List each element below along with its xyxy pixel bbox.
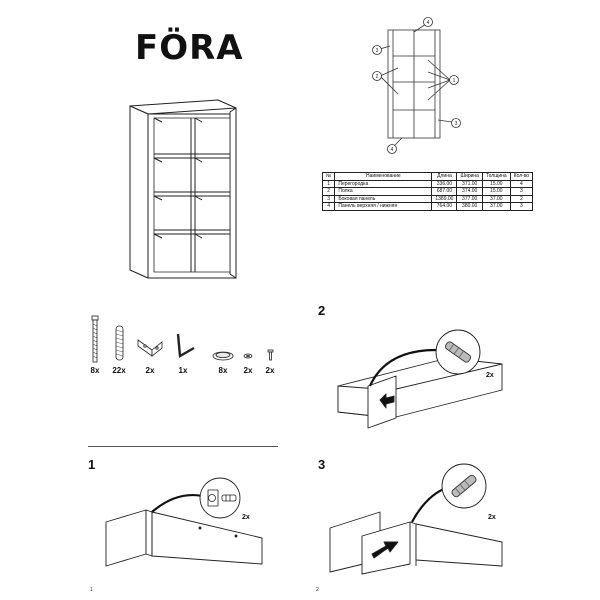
table-cell: 687.00 <box>431 187 458 196</box>
hardware-qty: 22x <box>112 366 126 375</box>
cap-disc-icon <box>212 351 234 361</box>
hardware-qty: 8x <box>218 366 228 375</box>
table-header-row: № Наименование Длина Ширина Толщина Кол-… <box>321 172 534 181</box>
exploded-parts-diagram: 4 3 2 1 3 4 <box>372 17 461 154</box>
table-cell: 1389.00 <box>431 194 458 203</box>
table-row: 2 Полка 687.00 374.00 15.00 3 <box>321 187 534 196</box>
step-number: 1 <box>88 457 96 472</box>
col-header: № <box>321 172 336 181</box>
table-cell: Полка <box>334 187 433 196</box>
step-qty: 2x <box>488 514 496 521</box>
callout-bottom: 4 <box>391 147 394 153</box>
step-3-illustration <box>329 463 503 575</box>
long-screw-icon <box>91 315 99 363</box>
table-cell: 380.00 <box>456 202 483 211</box>
table-cell: 374.00 <box>456 187 483 196</box>
table-cell: 3 <box>509 202 534 211</box>
wooden-dowel-icon <box>115 325 124 361</box>
table-cell: Панель верхняя / нижняя <box>334 202 433 211</box>
bookcase-illustration <box>129 99 237 279</box>
callout-right-lower: 3 <box>455 121 458 127</box>
table-row: 4 Панель верхняя / нижняя 764.00 380.00 … <box>321 202 534 211</box>
step-qty: 2x <box>486 372 494 379</box>
hardware-qty: 2x <box>265 366 275 375</box>
angle-bracket-icon <box>137 339 163 357</box>
table-cell: 37.00 <box>481 194 511 203</box>
table-cell: 4 <box>509 179 534 188</box>
callout-right: 1 <box>453 78 456 84</box>
table-cell: 336.00 <box>431 179 458 188</box>
callout-top: 4 <box>427 20 430 26</box>
hardware-qty: 2x <box>145 366 155 375</box>
hardware-qty: 2x <box>243 366 253 375</box>
table-row: 1 Перегородка 336.00 371.00 15.00 4 <box>321 179 534 188</box>
callout-left-upper: 3 <box>376 48 379 54</box>
table-cell: Боковая панель <box>334 194 433 203</box>
table-cell: 371.00 <box>456 179 483 188</box>
hardware-qty: 1x <box>178 366 188 375</box>
step-number: 2 <box>318 303 326 318</box>
col-header: Толщина <box>481 172 511 181</box>
page-number-right: 2 <box>316 587 319 593</box>
col-header: Наименование <box>334 172 433 181</box>
page-title: FÖRA <box>135 28 244 68</box>
table-cell: 15.00 <box>481 187 511 196</box>
table-cell: 3 <box>321 194 336 203</box>
table-cell: 2 <box>321 187 336 196</box>
parts-table: № Наименование Длина Ширина Толщина Кол-… <box>321 172 534 211</box>
hardware-illustrations <box>91 315 274 363</box>
hardware-qty: 8x <box>90 366 100 375</box>
table-cell: 1 <box>321 179 336 188</box>
col-header: Кол-во <box>509 172 534 181</box>
small-screw-icon <box>267 349 274 361</box>
step-2-illustration <box>337 329 503 429</box>
table-cell: 4 <box>321 202 336 211</box>
step-qty: 2x <box>242 514 250 521</box>
table-cell: Перегородка <box>334 179 433 188</box>
col-header: Длина <box>431 172 458 181</box>
step-number: 3 <box>318 457 326 472</box>
table-cell: 2 <box>509 194 534 203</box>
step-1-illustration <box>105 477 263 567</box>
table-row: 3 Боковая панель 1389.00 377.00 37.00 2 <box>321 194 534 203</box>
table-cell: 764.00 <box>431 202 458 211</box>
table-cell: 377.00 <box>456 194 483 203</box>
callout-left-mid: 2 <box>376 74 379 80</box>
washer-icon <box>243 353 253 359</box>
table-cell: 37.00 <box>481 202 511 211</box>
allen-key-icon <box>176 333 195 358</box>
table-cell: 15.00 <box>481 179 511 188</box>
section-divider <box>88 446 278 447</box>
table-cell: 3 <box>509 187 534 196</box>
col-header: Ширина <box>456 172 483 181</box>
page-number-left: 1 <box>90 587 93 593</box>
